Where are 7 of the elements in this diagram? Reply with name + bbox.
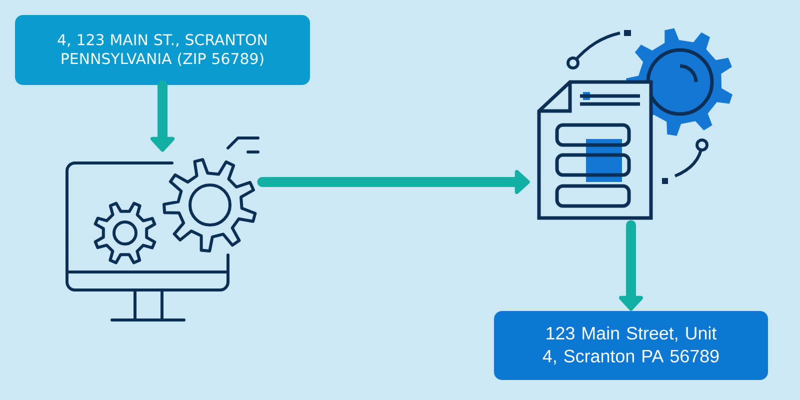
address-box: 123 Main Street, Unit 4, Scranton PA 56789 xyxy=(494,311,768,380)
address-box: 4, 123 MAIN ST., SCRANTON PENNSYLVANIA (ZIP 56789) xyxy=(15,15,310,85)
arrow xyxy=(619,220,643,311)
computer-drawing xyxy=(66,136,260,322)
document-drawing xyxy=(537,28,732,220)
arrow xyxy=(257,170,530,194)
arrow xyxy=(150,80,174,152)
